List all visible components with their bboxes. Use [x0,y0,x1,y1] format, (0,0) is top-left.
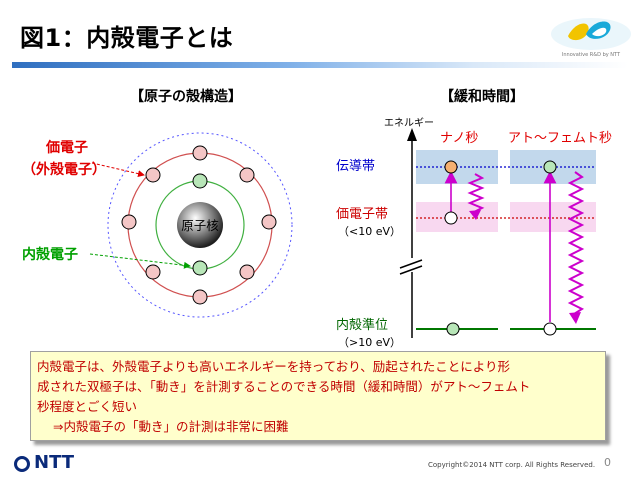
nanosecond-label: ナノ秒 [440,131,478,146]
relaxation-section-heading: 【緩和時間】 [440,89,524,105]
relaxation-diagram: エネルギー ナノ秒 アト〜フェムト秒 伝導帯 価電子帯 （<10 eV） [336,117,612,349]
valence-electron [192,145,208,161]
valence-pointer-arrow [91,162,145,178]
nucleus-label: 原子核 [181,218,219,233]
excited-electron [543,160,557,174]
ntt-rd-logo: Innovative R&D by NTT [548,12,634,66]
axis-break-mark [399,265,423,275]
ntt-mark-icon [14,456,30,472]
relaxation-arrowhead [469,210,481,220]
ntt-footer-logo: NTT [14,452,74,473]
ntt-logo-text: NTT [34,452,75,473]
page-title: 図1：内殻電子とは [20,24,234,52]
outer-shell-boundary [107,132,293,318]
inner-electron [192,173,208,189]
valence-band-energy: （<10 eV） [338,225,401,238]
valence-band-label: 価電子帯 [336,207,388,222]
swirl-logo-icon [551,18,631,50]
hole [444,211,458,225]
core-electron [446,322,460,336]
core-level-energy: （>10 eV） [338,336,401,349]
summary-note-box: 内殻電子は、外殻電子よりも高いエネルギーを持っており、励起されたことにより形 成… [30,351,606,441]
note-line-1: 内殻電子は、外殻電子よりも高いエネルギーを持っており、励起されたことにより形 [37,359,511,374]
atom-diagram: 原子核 価電子 （外殻電子） 内殻電子 [22,132,293,318]
conduction-band-label: 伝導帯 [336,159,375,174]
energy-axis-label: エネルギー [384,117,434,129]
core-pointer-arrow [89,253,191,269]
valence-electron [239,264,255,280]
header-divider [12,62,628,68]
outer-shell-electron-label: （外殻電子） [22,161,106,178]
energy-axis-arrowhead [407,128,417,141]
valence-electron [145,167,161,183]
valence-electron-label: 価電子 [45,139,88,156]
valence-band-box [510,202,596,232]
nucleus [177,202,223,248]
excited-electron [444,160,458,174]
note-line-3: 秒程度とごく短い [37,399,138,414]
inner-electron [192,260,208,276]
copyright-text: Copyright©2014 NTT corp. All Rights Rese… [428,461,596,469]
note-line-4: ⇒内殻電子の「動き」の計測は非常に困難 [53,419,289,434]
valence-electron [261,214,277,230]
relaxation-wave-arrow [467,173,485,213]
axis-break-mark [399,259,423,269]
core-electron-label: 内殻電子 [22,246,78,263]
hole [543,322,557,336]
page-number: 0 [604,456,611,469]
relaxation-arrowhead [569,312,581,324]
valence-electron [192,289,208,305]
logo-caption: Innovative R&D by NTT [561,52,621,58]
atto-femtosecond-label: アト〜フェムト秒 [508,131,612,146]
valence-electron [145,264,161,280]
note-line-2: 成された双極子は、「動き」を計測することのできる時間（緩和時間）がアト〜フェムト [37,379,531,394]
valence-electron [239,167,255,183]
core-level-label: 内殻準位 [336,317,388,333]
main-diagram: 原子核 価電子 （外殻電子） 内殻電子 エネルギー ナノ秒 アト〜フェムト秒 [22,117,612,349]
atom-section-heading: 【原子の殻構造】 [130,89,242,105]
valence-electron [121,214,137,230]
relaxation-wave-arrow [567,171,585,315]
